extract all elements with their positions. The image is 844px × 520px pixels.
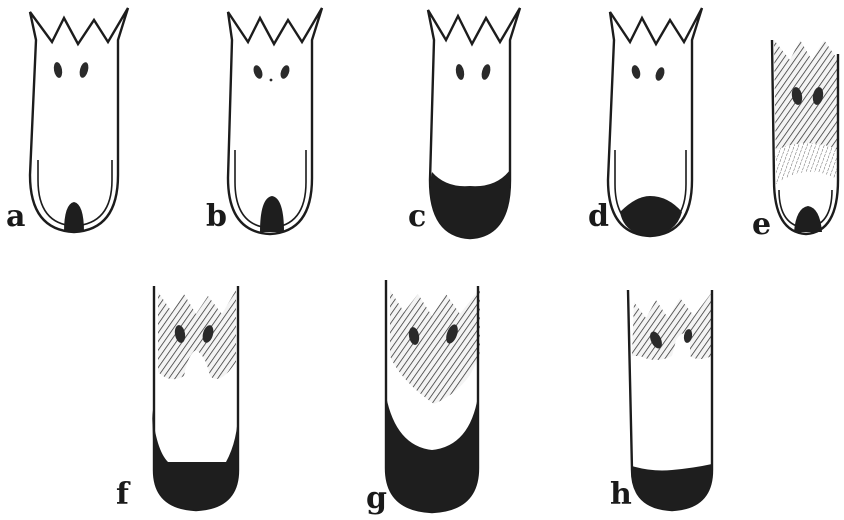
hatched-fill [632, 292, 712, 360]
basal-blot [152, 410, 238, 510]
panel-b: b [206, 8, 322, 234]
eye-spot [252, 64, 264, 80]
eye-spot [78, 61, 90, 79]
panel-e: e [752, 40, 838, 242]
panel-h: h [610, 290, 712, 512]
hatched-fill [158, 290, 236, 379]
panel-g: g [366, 280, 480, 516]
panel-label: c [408, 199, 426, 234]
panel-label: e [752, 207, 771, 242]
panel-c: c [408, 8, 520, 238]
panel-d: d [588, 8, 702, 236]
eye-spot [654, 66, 666, 82]
panel-label: g [366, 481, 387, 516]
eye-spot [279, 64, 291, 80]
dot [270, 79, 273, 82]
panel-label: f [116, 477, 131, 512]
basal-blot [64, 202, 84, 232]
hatched-fade [776, 143, 838, 184]
basal-blot [260, 196, 284, 232]
hatched-fill [390, 288, 480, 404]
panel-label: d [588, 199, 609, 234]
basal-blot [386, 396, 478, 512]
basal-blot [430, 170, 510, 238]
vessel-outline [30, 8, 128, 232]
eye-spot [480, 63, 492, 81]
panel-label: b [206, 199, 227, 234]
basal-blot [632, 464, 712, 510]
panel-a: a [6, 8, 128, 234]
eye-spot [630, 64, 641, 80]
panel-label: a [6, 199, 25, 234]
panel-label: h [610, 477, 632, 512]
panel-f: f [116, 286, 238, 512]
eye-spot [53, 61, 64, 78]
basal-blot [794, 206, 822, 232]
eye-spot [455, 63, 466, 80]
